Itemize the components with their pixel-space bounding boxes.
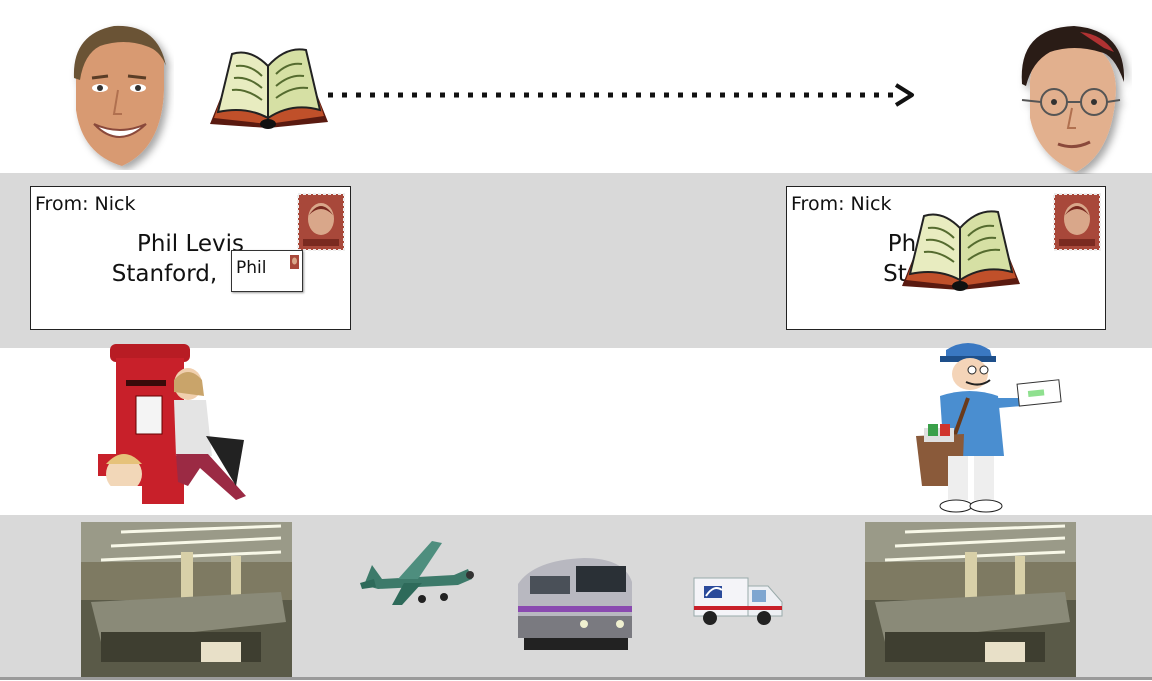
top-band (0, 0, 1152, 173)
dotted-arrow-icon (326, 82, 918, 108)
post-box-icon (96, 336, 252, 512)
train-icon (514, 554, 634, 652)
airplane-icon (358, 535, 476, 609)
mini-stamp-icon (290, 254, 299, 269)
mail-carrier-icon (910, 336, 1064, 516)
envelope-address-line2-text: Stanford, (111, 261, 218, 287)
envelope-from-label: From: Nick (35, 193, 136, 215)
book-icon (898, 206, 1024, 292)
stamp-icon (297, 193, 345, 251)
envelope-address-line2: Stanford, (5, 259, 324, 289)
sorting-facility-icon (81, 522, 292, 677)
receiver-face-icon (1014, 22, 1132, 174)
mail-truck-icon (692, 572, 786, 628)
sender-face-icon (62, 20, 174, 170)
mini-envelope-label: Phil (236, 258, 267, 278)
book-icon (206, 44, 332, 130)
envelope-address-line1: Phil Levis (136, 231, 245, 257)
mini-envelope: Phil (231, 250, 303, 292)
stamp-icon (1053, 193, 1101, 251)
sorting-facility-icon (865, 522, 1076, 677)
envelope-from-label: From: Nick (791, 193, 892, 215)
bottom-divider (0, 677, 1152, 680)
envelope-address-line1: Ph (887, 231, 917, 257)
